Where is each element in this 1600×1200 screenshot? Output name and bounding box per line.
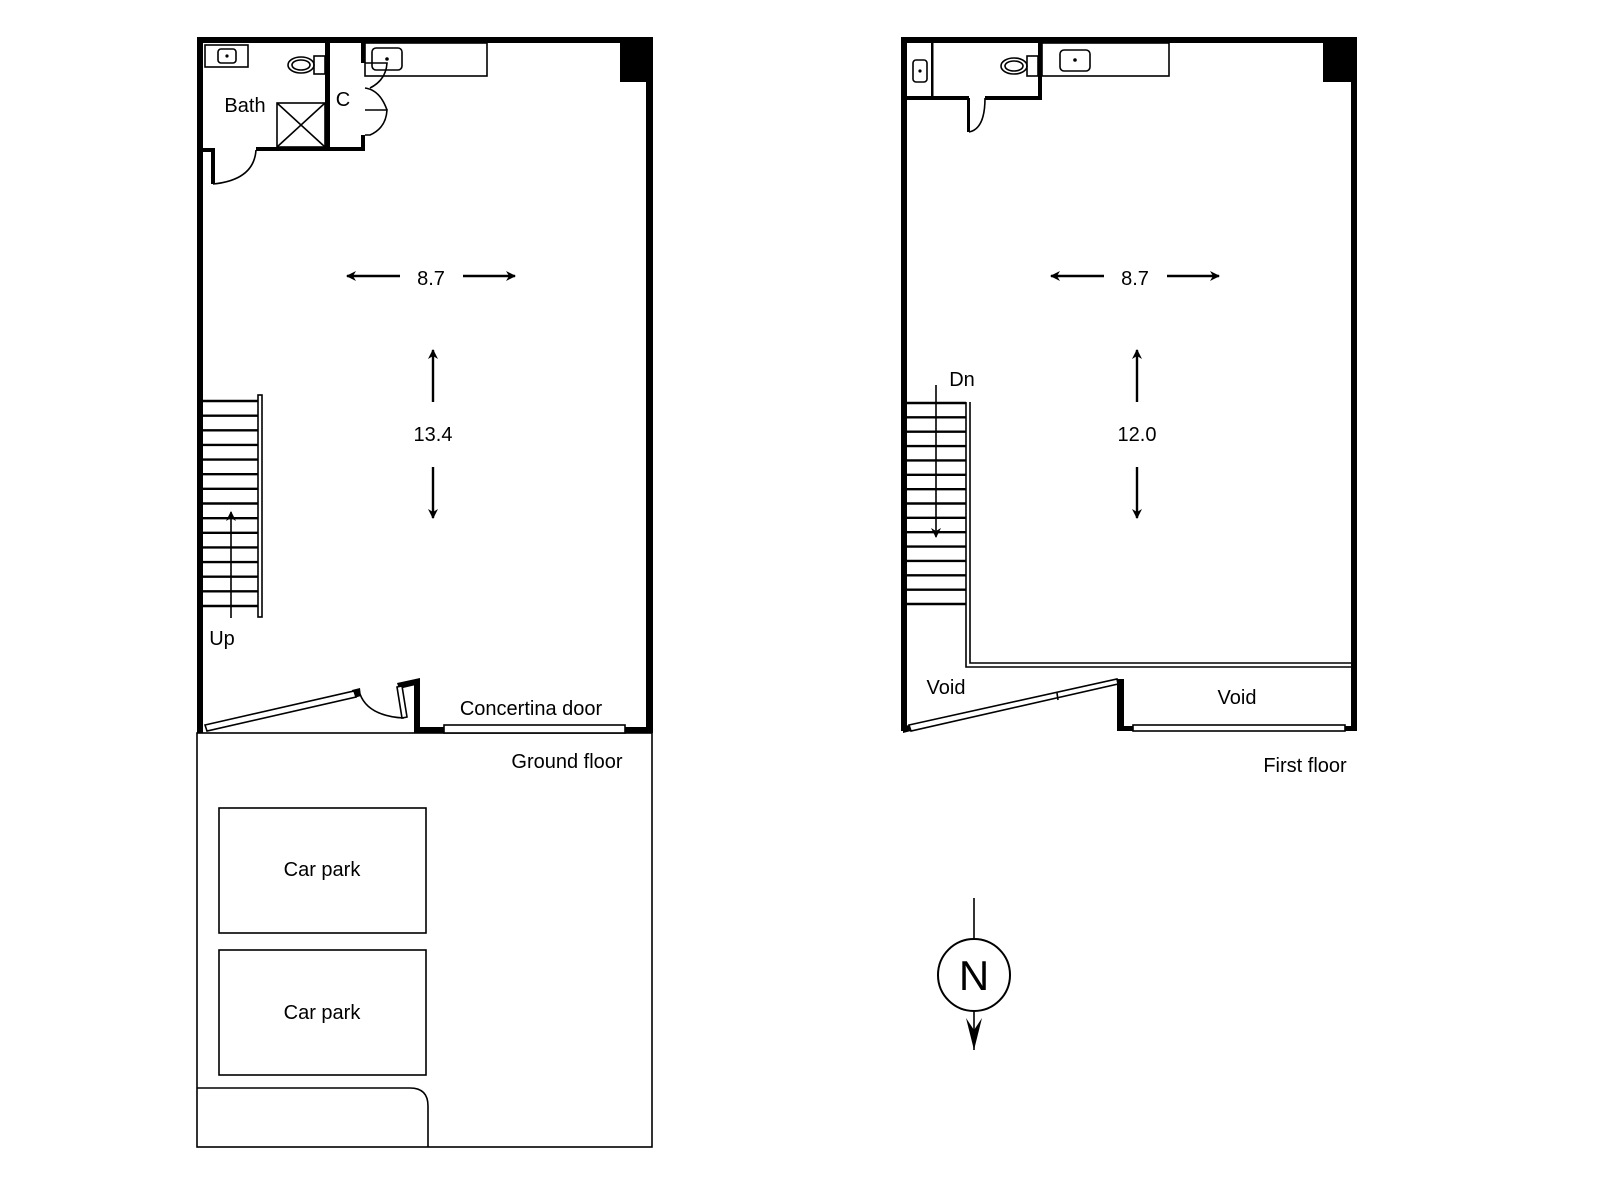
floor-title: Ground floor xyxy=(511,751,623,773)
room-label-bath: Bath xyxy=(224,95,265,117)
concertina-door-label: Concertina door xyxy=(460,698,603,720)
length-dimension: 12.0 xyxy=(1118,424,1157,446)
void-label: Void xyxy=(927,677,966,699)
wc-door xyxy=(968,97,986,133)
cupboard-doors xyxy=(365,62,388,136)
exterior-walls xyxy=(901,37,1357,733)
sink-icon xyxy=(1059,49,1091,72)
stairs-label-up: Up xyxy=(209,628,235,650)
balustrade xyxy=(965,402,1351,668)
width-dimension: 8.7 xyxy=(417,268,445,290)
bath-door xyxy=(212,149,257,185)
void-label: Void xyxy=(1218,687,1257,709)
cupboard: C xyxy=(336,43,388,151)
vanity xyxy=(204,44,249,68)
room-label-cupboard: C xyxy=(336,89,350,111)
car-park-1 xyxy=(218,807,427,934)
sliding-window xyxy=(203,690,358,732)
stairs-up xyxy=(203,394,263,618)
column xyxy=(620,43,646,82)
sliding-window xyxy=(907,678,1119,732)
sink-icon xyxy=(217,48,237,64)
width-dimension: 8.7 xyxy=(1121,268,1149,290)
car-park-2 xyxy=(218,949,427,1076)
car-park-label: Car park xyxy=(284,1002,362,1024)
stairs-down xyxy=(907,401,966,606)
bathroom: Bath xyxy=(203,43,365,185)
kitchen-bench xyxy=(364,42,488,77)
north-arrow-icon: N xyxy=(937,898,1011,1050)
stairs-label-down: Dn xyxy=(949,369,975,391)
exterior-walls xyxy=(197,37,653,733)
driveway-kerb xyxy=(197,1087,429,1147)
floor-title: First floor xyxy=(1263,755,1347,777)
concertina-door[interactable] xyxy=(443,724,626,734)
first-floor-plan: Dn Void Void 8.7 12.0 First floor xyxy=(901,37,1357,777)
length-dimension: 13.4 xyxy=(414,424,453,446)
sink-icon xyxy=(371,47,403,71)
entry-door[interactable] xyxy=(359,685,408,719)
column xyxy=(1323,43,1351,82)
sink-icon xyxy=(912,59,928,83)
window xyxy=(1132,724,1346,732)
car-park-label: Car park xyxy=(284,859,362,881)
forecourt: Car park Car park xyxy=(196,732,653,1148)
kitchen-bench xyxy=(1041,42,1170,77)
compass-label: N xyxy=(959,952,989,999)
bathroom xyxy=(907,43,1042,133)
ground-floor-plan: Car park Car park Concertina door xyxy=(196,37,653,1148)
